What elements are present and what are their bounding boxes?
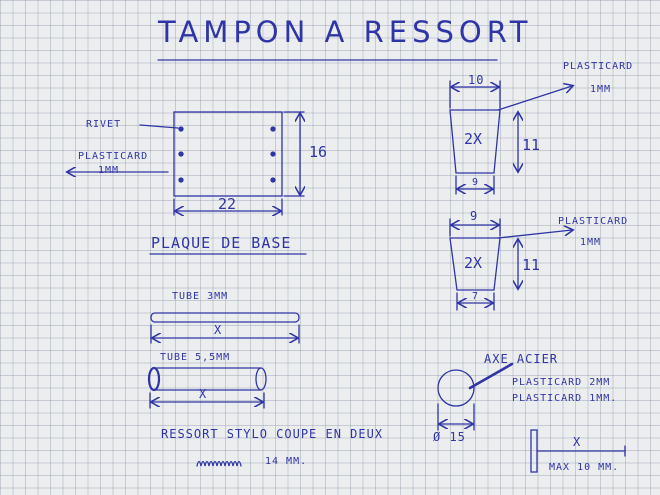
rivet-hole	[270, 126, 276, 132]
tube-small-length: X	[214, 323, 223, 337]
base-height-value: 16	[309, 143, 328, 161]
base-plasticard-label: PLASTICARD	[78, 151, 149, 162]
piston-max: MAX 10 MM.	[549, 462, 620, 473]
piston-head	[530, 429, 538, 473]
block-bottom-center-text: 2X	[464, 254, 483, 272]
base-width-value: 22	[218, 195, 237, 213]
base-plate-caption: PLAQUE DE BASE	[151, 234, 292, 252]
axle-material-2: PLASTICARD 1MM.	[512, 393, 618, 404]
block-bottom-note-2: 1MM	[580, 237, 602, 248]
tube-large-shape	[153, 367, 262, 391]
rivet-hole	[178, 177, 184, 183]
block-top-top-width: 10	[468, 73, 485, 87]
spring-length: 14 MM.	[265, 456, 308, 467]
rivet-hole	[270, 177, 276, 183]
axle-label: AXE ACIER	[484, 352, 559, 366]
block-bottom-leader	[497, 230, 572, 239]
base-plate-rect	[173, 111, 283, 197]
rivet-hole	[270, 151, 276, 157]
spring-coil	[196, 460, 242, 467]
block-top-height: 11	[522, 136, 541, 154]
block-bottom-height: 11	[522, 256, 541, 274]
spring-caption: RESSORT STYLO COUPE EN DEUX	[161, 427, 384, 441]
rivet-label: RIVET	[86, 119, 122, 130]
axle-leader	[468, 362, 514, 390]
block-top-leader	[497, 86, 572, 111]
axle-diameter: Ø 15	[433, 430, 466, 444]
block-top-note-2: 1MM	[590, 84, 612, 95]
tube-small-shape	[150, 312, 300, 323]
rivet-leader	[139, 124, 179, 129]
tube-large-label: TUBE 5,5MM	[160, 352, 231, 363]
block-bottom-bottom-width: 7	[472, 291, 480, 302]
rivet-hole	[178, 151, 184, 157]
block-top-center-text: 2X	[464, 130, 483, 148]
block-bottom-top-width: 9	[470, 209, 479, 223]
tube-small-label: TUBE 3MM	[172, 291, 229, 302]
page-title: TAMPON A RESSORT	[158, 15, 533, 49]
tube-large-length: X	[199, 387, 208, 401]
block-top-bottom-width: 9	[472, 177, 480, 188]
piston-length: X	[573, 435, 582, 449]
block-top-note-1: PLASTICARD	[563, 61, 634, 72]
axle-material-1: PLASTICARD 2MM	[512, 377, 611, 388]
rivet-hole	[178, 126, 184, 132]
block-top-shape	[449, 109, 501, 174]
base-plasticard-thickness: 1MM	[98, 165, 120, 176]
block-bottom-shape	[449, 237, 501, 291]
block-bottom-note-1: PLASTICARD	[558, 216, 629, 227]
axle-disc	[437, 369, 475, 407]
